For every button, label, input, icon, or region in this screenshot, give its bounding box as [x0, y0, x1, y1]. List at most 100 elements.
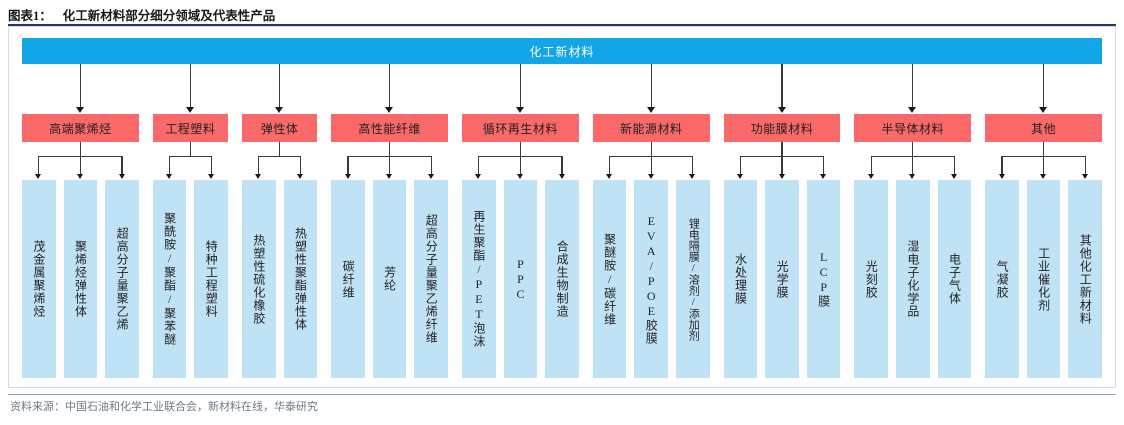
leaf-label: EVA/POE胶膜: [644, 213, 659, 345]
connector-root-to-category: [1042, 64, 1045, 108]
connector-category-to-leaf: [299, 156, 302, 175]
category-label: 高性能纤维: [358, 121, 421, 136]
connector-category-stub: [1042, 142, 1045, 156]
category-box-6: 新能源材料: [592, 114, 710, 142]
leaf-label: 聚烯烃弹性体: [73, 240, 88, 318]
connector-root-to-category: [781, 64, 783, 108]
connector-category-to-leaf: [692, 156, 694, 175]
category-label: 功能膜材料: [750, 121, 814, 136]
connector-category-to-leaf: [347, 156, 349, 175]
leaf-label: 茂金属聚烯烃: [31, 240, 46, 318]
connector-category-to-leaf: [561, 156, 563, 175]
arrowhead-down-icon: [427, 174, 434, 179]
category-box-9: 其他: [985, 114, 1102, 142]
leaf-box-7-1: 水处理膜: [723, 180, 758, 378]
leaf-box-1-2: 聚烯烃弹性体: [63, 180, 98, 378]
connector-root-to-category: [519, 64, 522, 108]
figure-title-text: 化工新材料部分细分领域及代表性产品: [62, 8, 276, 23]
leaf-box-8-1: 光刻胶: [854, 180, 888, 378]
connector-horizontal: [190, 156, 212, 158]
connector-category-to-leaf: [953, 156, 956, 175]
connector-category-stub: [781, 142, 783, 156]
leaf-box-6-3: 锂电隔膜/溶剂/添加剂: [676, 180, 710, 378]
connector-root-to-category: [79, 64, 82, 108]
connector-horizontal: [1043, 156, 1086, 158]
arrowhead-down-icon: [475, 174, 482, 179]
leaf-label: 芳纶: [382, 266, 397, 292]
root-node-label: 化工新材料: [529, 44, 595, 59]
arrowhead-down-icon: [647, 174, 654, 179]
connector-root-to-category: [388, 64, 391, 108]
connector-horizontal: [389, 156, 432, 158]
leaf-box-1-3: 超高分子量聚乙烯: [105, 180, 139, 378]
leaf-label: LCP膜: [816, 250, 831, 308]
arrowhead-down-icon: [909, 174, 916, 179]
leaf-box-5-3: 合成生物制造: [545, 180, 579, 378]
leaf-box-3-2: 热塑性聚酯弹性体: [283, 180, 318, 378]
title-divider: [8, 24, 1116, 26]
connector-horizontal: [478, 156, 521, 158]
leaf-label: 超高分子量聚乙烯纤维: [424, 214, 439, 344]
connector-category-to-leaf: [210, 156, 212, 175]
arrowhead-down-icon: [606, 174, 613, 179]
leaf-box-3-1: 热塑性硫化橡胶: [242, 180, 276, 378]
arrowhead-down-icon: [689, 174, 696, 179]
arrowhead-down-icon: [516, 174, 523, 179]
leaf-box-1-1: 茂金属聚烯烃: [22, 180, 56, 378]
connector-horizontal: [651, 156, 693, 158]
category-label: 工程塑料: [165, 121, 216, 136]
arrowhead-down-icon: [1081, 174, 1088, 179]
arrowhead-down-icon: [515, 107, 524, 113]
connector-category-to-leaf: [608, 156, 611, 175]
leaf-box-4-3: 超高分子量聚乙烯纤维: [414, 180, 448, 378]
arrowhead-down-icon: [646, 107, 655, 113]
leaf-box-2-2: 特种工程塑料: [194, 180, 228, 378]
root-node-chemical-new-materials: 化工新材料: [22, 38, 1102, 64]
connector-category-to-leaf: [1042, 142, 1045, 175]
arrowhead-down-icon: [386, 174, 393, 179]
category-box-7: 功能膜材料: [723, 114, 841, 142]
arrowhead-down-icon: [778, 174, 785, 179]
leaf-box-8-2: 湿电子化学品: [896, 180, 930, 378]
connector-horizontal: [740, 156, 782, 158]
footer-divider: [8, 394, 1116, 395]
leaf-box-4-1: 碳纤维: [331, 180, 365, 378]
connector-category-to-leaf: [519, 142, 522, 175]
category-label: 半导体材料: [881, 121, 945, 136]
connector-category-to-leaf: [1001, 156, 1003, 175]
category-label: 弹性体: [260, 121, 299, 136]
arrowhead-down-icon: [998, 174, 1005, 179]
category-box-2: 工程塑料: [152, 114, 228, 142]
category-label: 其他: [1031, 121, 1057, 136]
connector-category-to-leaf: [168, 156, 171, 175]
arrowhead-down-icon: [75, 107, 84, 113]
category-label: 新能源材料: [619, 121, 683, 136]
connector-category-stub: [650, 142, 652, 156]
leaf-label: 热塑性聚酯弹性体: [293, 227, 308, 331]
connector-horizontal: [279, 156, 301, 158]
leaf-label: 合成生物制造: [555, 240, 570, 318]
leaf-box-5-2: PPC: [503, 180, 538, 378]
category-label: 高端聚烯烃: [49, 121, 112, 136]
arrowhead-down-icon: [296, 174, 303, 179]
leaf-label: 聚醚胺/碳纤维: [602, 232, 617, 326]
connector-horizontal: [258, 156, 280, 158]
connector-horizontal: [348, 156, 390, 158]
connector-root-to-category: [189, 64, 192, 108]
connector-category-to-leaf: [430, 156, 432, 175]
connector-horizontal: [782, 156, 824, 158]
connector-category-stub: [519, 142, 522, 156]
leaf-label: 热塑性硫化橡胶: [251, 233, 266, 325]
connector-category-stub: [278, 142, 281, 156]
leaf-label: 其他化工新材料: [1078, 233, 1093, 325]
connector-category-stub: [79, 142, 82, 156]
connector-category-to-leaf: [912, 142, 914, 175]
arrowhead-down-icon: [1040, 174, 1047, 179]
arrowhead-down-icon: [385, 107, 394, 113]
arrowhead-down-icon: [558, 174, 565, 179]
leaf-label: PPC: [513, 256, 528, 302]
arrowhead-down-icon: [275, 107, 284, 113]
connector-category-to-leaf: [822, 156, 825, 175]
connector-horizontal: [38, 156, 81, 158]
